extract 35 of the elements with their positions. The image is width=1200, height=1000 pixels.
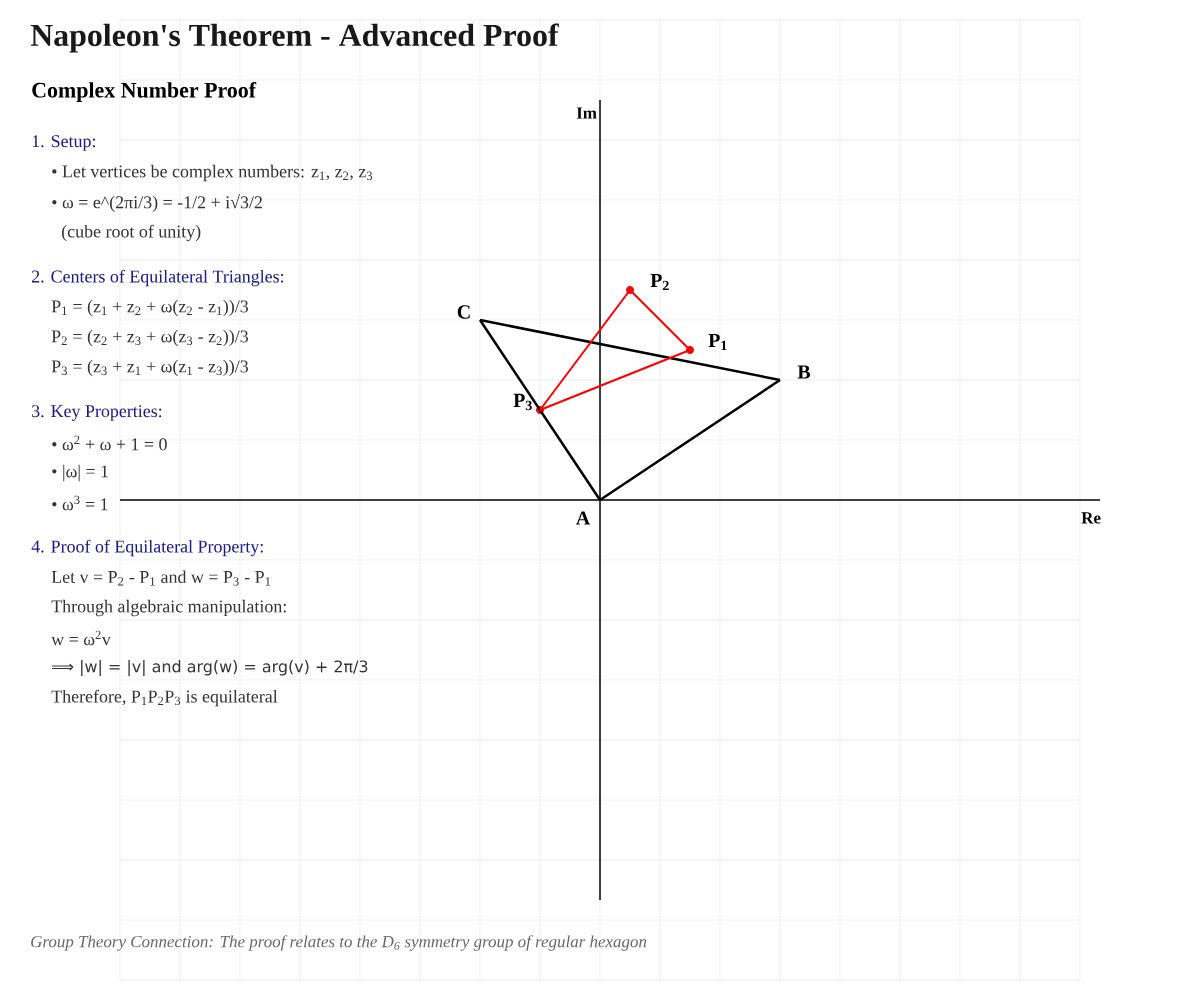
caption: Group Theory Connection: The proof relates to the D$_{6}$ symmetry group of regular hexagon (31, 935, 647, 951)
section-heading: 1. Setup: (32, 135, 95, 151)
section-heading: 4. Proof of Equilateral Property: (31, 539, 263, 557)
text-line: • ω$^{2}$ + ω + 1 = 0 (52, 435, 167, 451)
triangle-side (478, 319, 602, 501)
text-line: • |ω| = 1 (52, 464, 108, 482)
vertex-label: P$_{3}$ (513, 393, 532, 411)
text-line: ⟹ |w| = |v| and arg(w) = arg(v) + 2π/3 (52, 660, 368, 676)
text-line: Through algebraic manipulation: (51, 599, 286, 617)
triangle-side (479, 318, 781, 382)
text-line: • ω$^{3}$ = 1 (50, 494, 110, 512)
vertex-label: B (797, 365, 811, 379)
triangle-side (539, 289, 631, 411)
text-line: w = ω$^{2}$v (51, 630, 111, 646)
text-line: (cube root of unity) (62, 224, 201, 242)
vertex-label: C (457, 305, 470, 319)
vertex-label: A (576, 511, 591, 525)
section-heading: 2. Centers of Equilateral Triangles: (32, 269, 284, 287)
text-line: • Let vertices be complex numbers: z$_{1}$, z$_{2}$, z$_{3}$ (52, 164, 373, 182)
vertex-label: P$_{1}$ (708, 333, 727, 351)
heading: Complex Number Proof (32, 81, 257, 103)
axis-label: Im (576, 107, 597, 119)
text-line: P$_{2}$ = (z$_{2}$ + z$_{3}$ + ω(z$_{3}$ - z$_{2}$))/3 (51, 329, 248, 347)
text-line: • ω = e^(2πi/3) = -1/2 + i√3/2 (52, 194, 262, 212)
title: Napoleon's Theorem - Advanced Proof (30, 23, 559, 53)
triangle-side (629, 289, 691, 351)
axis-label: Re (1081, 512, 1101, 524)
triangle-side (599, 378, 781, 502)
text-line: Therefore, P$_{1}$P$_{2}$P$_{3}$ is equilateral (51, 689, 278, 707)
section-heading: 3. Key Properties: (32, 405, 162, 421)
text-line: P$_{1}$ = (z$_{1}$ + z$_{2}$ + ω(z$_{2}$ - z$_{1}$))/3 (51, 299, 248, 317)
text-line: P$_{3}$ = (z$_{3}$ + z$_{1}$ + ω(z$_{1}$ - z$_{3}$))/3 (51, 359, 248, 377)
triangle-side (539, 349, 691, 411)
text-line: Let v = P$_{2}$ - P$_{1}$ and w = P$_{3}$ - P$_{1}$ (51, 570, 271, 586)
vertex-label: P$_{2}$ (650, 273, 669, 291)
